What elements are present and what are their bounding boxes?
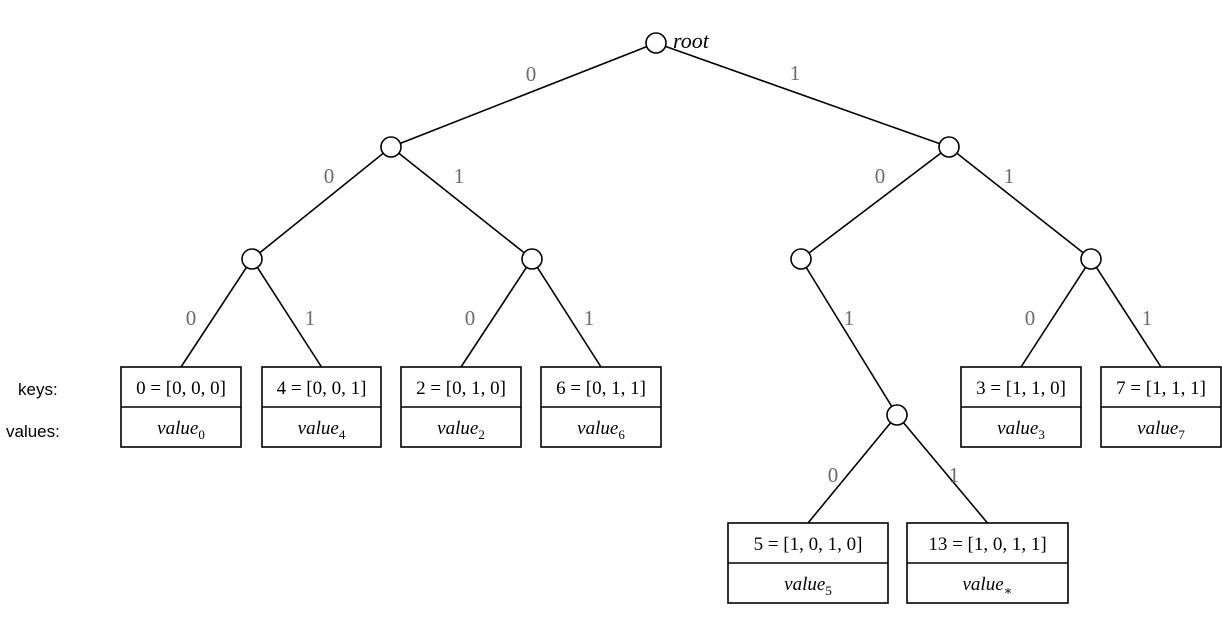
edge-label-n0-n00: 0 [324,164,335,188]
node-n00 [241,248,263,270]
node-n10 [790,248,812,270]
edge-n1-n11 [956,152,1084,254]
edge-n00-leaf4 [256,266,323,368]
leaf-key: 3 = [1, 1, 0] [976,378,1066,399]
leaf-value: value4 [298,418,346,442]
edge-n11-leaf7 [1095,266,1162,368]
node-n11 [1080,248,1102,270]
edge-label-n00-leaf0: 0 [186,306,197,330]
root-label: root [673,28,710,53]
leaf-key: 13 = [1, 0, 1, 1] [928,534,1046,555]
edge-n01-leaf2 [460,266,528,368]
keys-row-label: keys: [18,380,58,399]
leaf-leaf0: 0 = [0, 0, 0] value0 [120,366,242,448]
leaf-value: value3 [997,418,1045,442]
edge-layer [180,45,1162,524]
leaf-leaf3: 3 = [1, 1, 0] value3 [960,366,1082,448]
leaf-value-subscript: 0 [198,427,205,442]
leaf-value-base: value [577,418,618,439]
edge-label-root-n0: 0 [526,62,537,86]
values-row-label: values: [6,422,60,441]
edge-label-n101-leaf13: 1 [949,463,960,487]
edge-n01-leaf6 [536,266,602,368]
edge-root-n1 [665,45,940,145]
leaf-value-subscript: 5 [825,583,832,598]
edge-n1-n10 [808,152,942,254]
edge-n10-n101 [805,267,893,407]
leaf-value-base: value [963,574,1004,595]
edge-n101-leaf5 [807,422,892,524]
node-n01 [521,248,543,270]
leaf-value-subscript: 4 [339,427,346,442]
leaf-value-base: value [784,574,825,595]
edge-n101-leaf13 [902,422,989,524]
leaf-value-base: value [997,418,1038,439]
leaf-value-subscript: 2 [478,427,485,442]
node-root [645,32,667,54]
edge-label-n101-leaf5: 0 [828,463,839,487]
edge-label-n00-leaf4: 1 [305,306,316,330]
edge-label-n11-leaf7: 1 [1142,306,1153,330]
edge-label-n10-n101: 1 [844,306,855,330]
leaf-value-base: value [1137,418,1178,439]
edge-label-n1-n10: 0 [875,164,886,188]
node-layer [241,32,1102,426]
node-n101 [886,404,908,426]
leaf-value: value5 [784,574,832,598]
edge-label-n11-leaf3: 0 [1025,306,1036,330]
leaf-key: 0 = [0, 0, 0] [136,378,226,399]
edge-label-n01-leaf6: 1 [584,306,595,330]
leaf-leaf6: 6 = [0, 1, 1] value6 [540,366,662,448]
edge-n00-leaf0 [180,266,248,368]
leaf-leaf2: 2 = [0, 1, 0] value2 [400,366,522,448]
leaf-leaf5: 5 = [1, 0, 1, 0] value5 [727,522,889,604]
edge-label-n01-leaf2: 0 [465,306,476,330]
leaf-value: value0 [157,418,205,442]
leaf-leaf13: 13 = [1, 0, 1, 1] value∗ [906,522,1069,604]
leaf-key: 5 = [1, 0, 1, 0] [754,534,863,555]
leaf-value-base: value [298,418,339,439]
leaf-value-subscript: 7 [1178,427,1185,442]
edge-label-layer: 0 1 0 1 0 1 0 1 0 1 1 0 1 0 1 [186,61,1153,487]
leaf-key: 7 = [1, 1, 1] [1116,378,1206,399]
edge-root-n0 [400,45,647,145]
leaf-value: value∗ [963,574,1013,598]
leaf-leaf7: 7 = [1, 1, 1] value7 [1100,366,1222,448]
leaf-key: 6 = [0, 1, 1] [556,378,646,399]
node-n1 [938,136,960,158]
edge-n0-n01 [398,152,525,254]
leaf-value-base: value [157,418,198,439]
leaf-value: value2 [437,418,485,442]
leaf-value: value6 [577,418,625,442]
leaf-value-base: value [437,418,478,439]
edge-n0-n00 [259,152,384,254]
leaf-value-subscript: ∗ [1004,583,1013,598]
edge-label-root-n1: 1 [790,61,801,85]
leaf-value-subscript: 3 [1038,427,1045,442]
edge-label-n0-n01: 1 [454,164,465,188]
leaf-leaf4: 4 = [0, 0, 1] value4 [261,366,382,448]
edge-label-n1-n11: 1 [1004,164,1015,188]
edge-n11-leaf3 [1020,266,1087,368]
leaf-value: value7 [1137,418,1185,442]
leaf-value-subscript: 6 [618,427,625,442]
node-n0 [380,136,402,158]
leaf-key: 4 = [0, 0, 1] [277,378,367,399]
leaf-key: 2 = [0, 1, 0] [416,378,506,399]
